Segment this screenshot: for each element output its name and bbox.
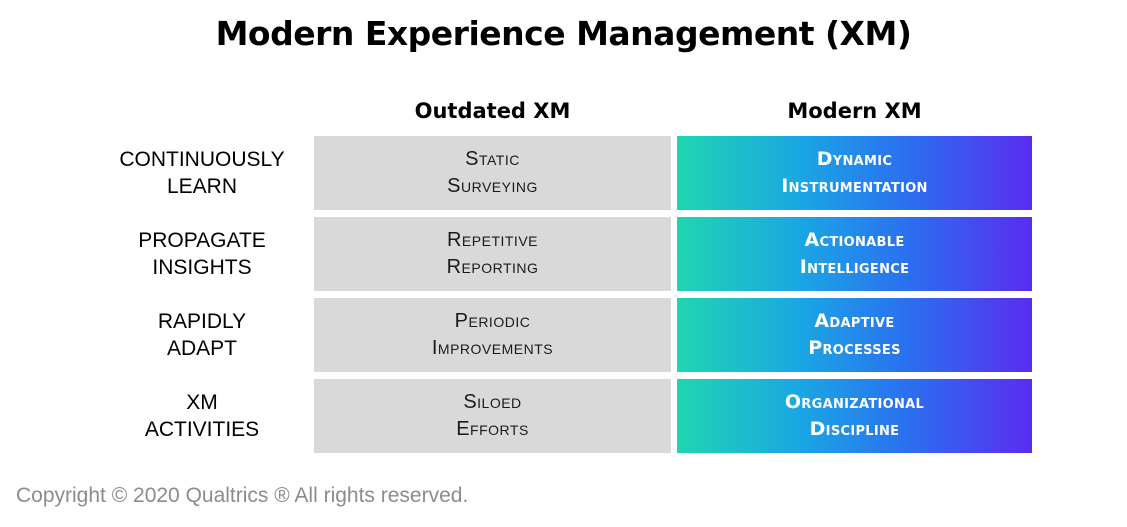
modern-cell-actionable-intelligence: Actionable Intelligence [677,217,1032,291]
modern-cell-dynamic-instrumentation: Dynamic Instrumentation [677,136,1032,210]
modern-cell-adaptive-processes: Adaptive Processes [677,298,1032,372]
page-title: Modern Experience Management (XM) [215,14,912,53]
row-label-continuously-learn: CONTINUOUSLY LEARN [119,148,285,198]
column-header-modern: Modern XM [787,99,922,123]
row-label-rapidly-adapt: RAPIDLY ADAPT [157,310,247,360]
outdated-cell-siloed-efforts: Siloed Efforts [314,379,671,453]
column-header-outdated: Outdated XM [414,99,571,123]
row-label-propagate-insights: PROPAGATE INSIGHTS [138,229,266,279]
copyright-notice: Copyright © 2020 Qualtrics ® All rights … [16,484,469,507]
outdated-cell-static-surveying: Static Surveying [314,136,671,210]
outdated-cell-periodic-improvements: Periodic Improvements [314,298,671,372]
outdated-cell-repetitive-reporting: Repetitive Reporting [314,217,671,291]
row-label-xm-activities: XM ACTIVITIES [144,391,260,441]
modern-cell-organizational-discipline: Organizational Discipline [677,379,1032,453]
